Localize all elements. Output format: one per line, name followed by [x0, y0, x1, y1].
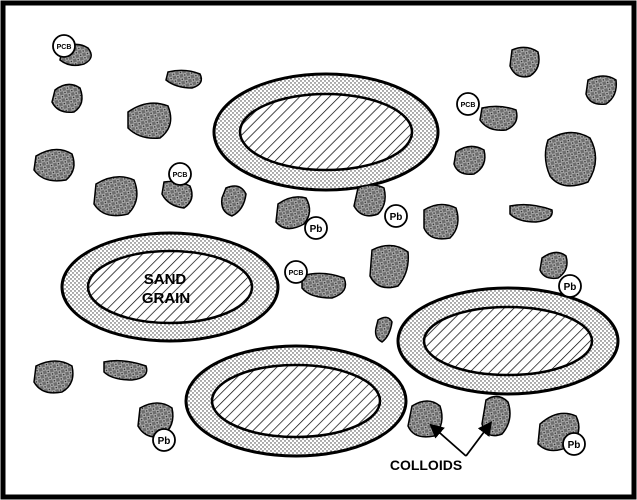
- colloid: [34, 361, 73, 393]
- sand-grain-label-line1: SAND: [144, 271, 187, 288]
- pb-tag: Pb: [563, 433, 585, 455]
- svg-text:Pb: Pb: [310, 224, 323, 235]
- colloid: [276, 197, 310, 229]
- svg-text:Pb: Pb: [158, 436, 171, 447]
- svg-text:PCB: PCB: [57, 44, 72, 51]
- svg-text:Pb: Pb: [568, 440, 581, 451]
- colloid: [424, 204, 458, 238]
- svg-text:Pb: Pb: [390, 212, 403, 223]
- svg-text:PCB: PCB: [173, 172, 188, 179]
- colloids-label: COLLOIDS: [390, 457, 462, 473]
- pb-tag: Pb: [153, 429, 175, 451]
- colloid: [34, 149, 74, 180]
- pcb-tag: PCB: [169, 163, 191, 185]
- pcb-tag: PCB: [53, 35, 75, 57]
- pb-tag: Pb: [305, 217, 327, 239]
- sand-grain-bottom: [186, 346, 406, 456]
- colloid: [545, 132, 595, 185]
- svg-text:PCB: PCB: [461, 102, 476, 109]
- sand-grain-label-line2: GRAIN: [142, 290, 190, 307]
- colloid: [94, 177, 137, 216]
- pb-tag: Pb: [385, 205, 407, 227]
- sand-grain-right: [398, 288, 618, 394]
- colloid: [480, 106, 517, 130]
- colloid: [354, 185, 385, 216]
- colloid: [104, 361, 147, 380]
- pcb-tag: PCB: [285, 261, 307, 283]
- sand-grain-top: [214, 74, 438, 190]
- colloid: [510, 47, 539, 76]
- pb-tag: Pb: [559, 275, 581, 297]
- pcb-tag: PCB: [457, 93, 479, 115]
- svg-text:PCB: PCB: [289, 270, 304, 277]
- colloid: [128, 103, 171, 138]
- colloid: [52, 84, 82, 112]
- colloid: [540, 252, 567, 278]
- svg-text:Pb: Pb: [564, 282, 577, 293]
- colloid: [454, 146, 485, 174]
